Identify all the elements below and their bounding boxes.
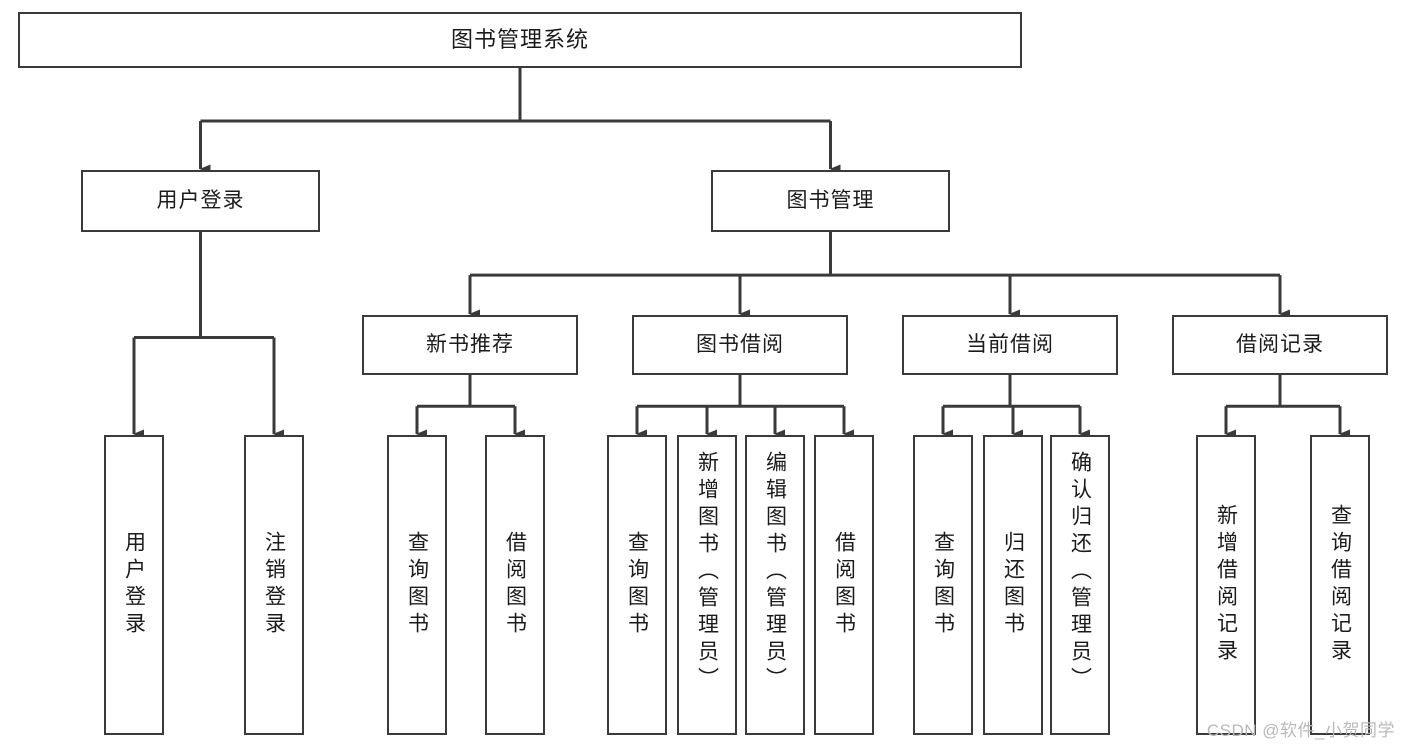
level3-node-book-borrow-label: 图书借阅 bbox=[696, 332, 784, 356]
leaf-node-leaf-user-login[interactable]: 用户登录 bbox=[104, 435, 164, 735]
leaf-node-leaf-borrow-book-2-label: 借阅图书 bbox=[832, 531, 856, 639]
leaf-node-leaf-add-book-admin-label: 新增图书（管理员） bbox=[695, 451, 719, 694]
leaf-node-leaf-edit-book-admin[interactable]: 编辑图书（管理员） bbox=[745, 435, 805, 735]
leaf-node-leaf-add-borrow-record-label: 新增借阅记录 bbox=[1214, 504, 1238, 666]
level3-node-borrow-record-label: 借阅记录 bbox=[1236, 332, 1324, 356]
leaf-node-leaf-borrow-book-1-label: 借阅图书 bbox=[503, 531, 527, 639]
leaf-node-leaf-borrow-book-1[interactable]: 借阅图书 bbox=[485, 435, 545, 735]
leaf-node-leaf-edit-book-admin-label: 编辑图书（管理员） bbox=[763, 451, 787, 694]
root-node-label: 图书管理系统 bbox=[450, 27, 589, 53]
level3-node-current-borrow[interactable]: 当前借阅 bbox=[902, 315, 1118, 375]
level2-node-user-login[interactable]: 用户登录 bbox=[81, 170, 320, 232]
leaf-node-leaf-return-book-label: 归还图书 bbox=[1001, 531, 1025, 639]
leaf-node-leaf-query-book-2[interactable]: 查询图书 bbox=[607, 435, 667, 735]
leaf-node-leaf-user-login-label: 用户登录 bbox=[122, 531, 146, 639]
level2-node-book-manage[interactable]: 图书管理 bbox=[711, 170, 950, 232]
root-node[interactable]: 图书管理系统 bbox=[18, 12, 1022, 68]
leaf-node-leaf-logout-label: 注销登录 bbox=[262, 531, 286, 639]
level2-node-book-manage-label: 图书管理 bbox=[786, 188, 875, 212]
leaf-node-leaf-return-book[interactable]: 归还图书 bbox=[983, 435, 1043, 735]
leaf-node-leaf-add-borrow-record[interactable]: 新增借阅记录 bbox=[1196, 435, 1256, 735]
level3-node-current-borrow-label: 当前借阅 bbox=[966, 332, 1054, 356]
leaf-node-leaf-query-book-1-label: 查询图书 bbox=[405, 531, 429, 639]
leaf-node-leaf-query-borrow-record[interactable]: 查询借阅记录 bbox=[1310, 435, 1370, 735]
level2-node-user-login-label: 用户登录 bbox=[156, 188, 245, 212]
leaf-node-leaf-query-borrow-record-label: 查询借阅记录 bbox=[1328, 504, 1352, 666]
leaf-node-leaf-confirm-return-admin-label: 确认归还（管理员） bbox=[1068, 451, 1092, 694]
level3-node-new-book-recommend-label: 新书推荐 bbox=[426, 332, 514, 356]
leaf-node-leaf-confirm-return-admin[interactable]: 确认归还（管理员） bbox=[1050, 435, 1110, 735]
leaf-node-leaf-logout[interactable]: 注销登录 bbox=[244, 435, 304, 735]
leaf-node-leaf-query-book-2-label: 查询图书 bbox=[625, 531, 649, 639]
level3-node-new-book-recommend[interactable]: 新书推荐 bbox=[362, 315, 578, 375]
level3-node-book-borrow[interactable]: 图书借阅 bbox=[632, 315, 848, 375]
leaf-node-leaf-query-book-3-label: 查询图书 bbox=[931, 531, 955, 639]
leaf-node-leaf-query-book-3[interactable]: 查询图书 bbox=[913, 435, 973, 735]
csdn-watermark: CSDN @软件_小贺同学 bbox=[1206, 721, 1395, 740]
leaf-node-leaf-borrow-book-2[interactable]: 借阅图书 bbox=[814, 435, 874, 735]
leaf-node-leaf-add-book-admin[interactable]: 新增图书（管理员） bbox=[677, 435, 737, 735]
leaf-node-leaf-query-book-1[interactable]: 查询图书 bbox=[387, 435, 447, 735]
level3-node-borrow-record[interactable]: 借阅记录 bbox=[1172, 315, 1388, 375]
